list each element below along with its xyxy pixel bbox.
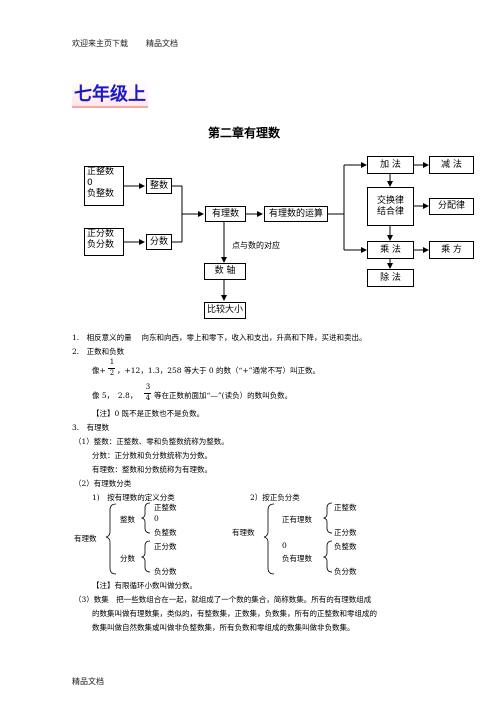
- compare-box: 比较大小: [204, 302, 246, 319]
- class-b-neg-frac: 负分数: [334, 567, 357, 576]
- rational-box: 有理数: [205, 206, 246, 222]
- class-b-title: 2）按正负分类: [250, 493, 300, 502]
- class-a-frac-neg: 负分数: [154, 567, 177, 576]
- commutative-law: 交换律: [376, 195, 404, 206]
- item-2-line2-pre: 像 5， 2.8，: [92, 391, 138, 400]
- number-axis-box: 数 轴: [204, 263, 246, 280]
- correspondence-label: 点与数的对应: [232, 241, 280, 250]
- item-3-1b: 分数：正分数和负分数统称为分数。: [92, 451, 212, 460]
- class-a-int: 整数: [120, 515, 135, 524]
- header-right: 精品文档: [146, 39, 178, 48]
- multiply-box: 乘 法: [367, 241, 414, 259]
- frac2-numerator: 3: [145, 383, 151, 391]
- item-2-line1-post: ，+12，1.3，258 等大于 0 的数（“+”通常不写）叫正数。: [117, 366, 320, 375]
- header-left: 欢迎来主页下载: [72, 39, 128, 48]
- power-box: 乘 方: [429, 241, 474, 259]
- int-comp-positive: 正整数: [87, 167, 115, 177]
- class-b-pos-int: 正整数: [334, 503, 357, 512]
- int-comp-zero: 0: [87, 178, 93, 188]
- item-3-3a: （3）数集 把一些数组合在一起，就组成了一个数的集合，简称数集。所有的有理数组成: [74, 595, 372, 604]
- item-3-2: （2）有理数分类: [74, 479, 132, 488]
- frac1-bar: [108, 368, 115, 369]
- subtract-box: 减 法: [429, 156, 474, 174]
- int-components-box: 正整数 0 负整数: [84, 166, 124, 206]
- item-3-1c: 有理数：整数和分数统称为有理数。: [92, 465, 212, 474]
- class-b-neg-int: 负整数: [334, 542, 357, 551]
- class-b-zero: 0: [282, 541, 287, 550]
- frac2-denominator: 4: [145, 394, 151, 402]
- integer-box: 整数: [146, 178, 172, 194]
- chapter-title: 第二章有理数: [208, 126, 281, 140]
- associative-law: 结合律: [376, 206, 404, 217]
- item-3: 3. 有理数: [72, 423, 110, 432]
- item-3-1: （1）整数：正整数、零和负整数统称为整数。: [74, 437, 229, 446]
- int-comp-negative: 负整数: [87, 189, 115, 199]
- item-3-note: 【注】有限循环小数叫做分数。: [92, 581, 197, 590]
- class-b-neg: 负有理数: [282, 554, 312, 563]
- frac1-numerator: 1: [109, 358, 115, 366]
- class-a-title: 1) 按有理数的定义分类: [92, 493, 175, 502]
- operations-box: 有理数的运算: [264, 206, 328, 222]
- item-2: 2. 正数和负数: [72, 347, 125, 356]
- class-a-int-neg: 负整数: [154, 528, 177, 537]
- class-a-int-pos: 正整数: [154, 503, 177, 512]
- class-a-frac-pos: 正分数: [154, 542, 177, 551]
- divide-box: 除 法: [367, 269, 414, 287]
- add-box: 加 法: [367, 156, 414, 174]
- frac-comp-negative: 负分数: [87, 240, 115, 250]
- class-b-pos: 正有理数: [282, 515, 312, 524]
- frac2-bar: [144, 393, 151, 394]
- item-1: 1. 相反意义的量 向东和向西，零上和零下，收入和支出，升高和下降，买进和卖出。: [72, 333, 367, 342]
- frac-components-box: 正分数 负分数: [84, 228, 124, 256]
- item-2-note: 【注】0 既不是正数也不是负数。: [92, 409, 205, 418]
- item-3-3b: 的数集叫做有理数集，类似的，有整数集，正数集，负数集，所有的正整数和零组成的: [92, 609, 377, 618]
- class-a-frac: 分数: [120, 554, 135, 563]
- grade-title: 七年级上: [72, 80, 148, 108]
- fraction-box: 分数: [146, 234, 172, 250]
- distributive-box: 分配律: [429, 198, 474, 215]
- class-a-root: 有理数: [74, 534, 97, 543]
- footer: 精品文档: [72, 677, 104, 686]
- laws-box: 交换律 结合律: [367, 187, 414, 226]
- frac-comp-positive: 正分数: [87, 229, 115, 239]
- item-3-3c: 数集叫做自然数集或叫做非负整数集，所有负数和零组成的数集叫做非负数集。: [92, 623, 355, 632]
- class-b-root: 有理数: [232, 528, 255, 537]
- item-2-line1-pre: 像+: [92, 366, 106, 375]
- frac1-denominator: 2: [109, 369, 115, 377]
- item-2-line2-post: 等在正数前面加“—”(读负）的数叫负数。: [154, 391, 293, 400]
- class-b-pos-frac: 正分数: [334, 528, 357, 537]
- class-a-int-zero: 0: [154, 514, 159, 523]
